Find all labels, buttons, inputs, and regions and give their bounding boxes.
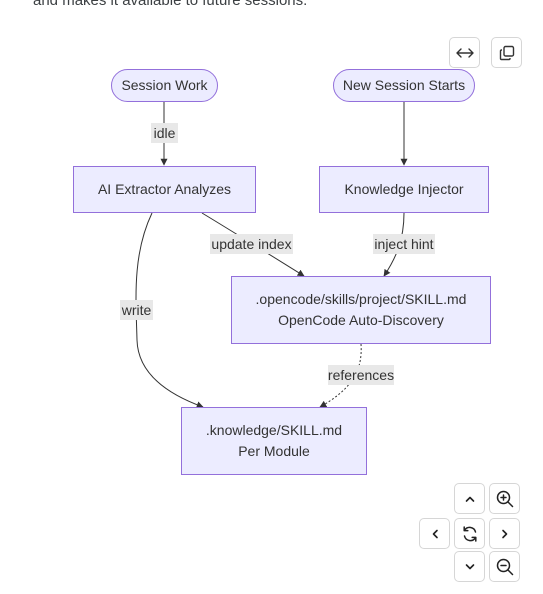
expand-button[interactable] [449,37,480,68]
edge-idle: idle [151,102,178,166]
node-label-knowledge-desc: Per Module [238,443,310,459]
node-new-session-starts: New Session Starts [333,69,475,102]
zoom-out-button[interactable] [489,551,520,582]
edge-label-update-index: update index [211,236,291,252]
intro-text: and makes it available to future session… [33,0,308,9]
edge-label-references: references [328,367,394,383]
copy-button[interactable] [491,37,522,68]
node-session-work: Session Work [111,69,218,102]
pan-right-icon [499,528,511,540]
expand-horizontal-icon [455,47,474,59]
pan-down-icon [464,561,476,573]
node-knowledge-skill: .knowledge/SKILL.md Per Module [181,407,367,475]
edge-write: write [120,212,204,409]
node-label-session-work: Session Work [121,77,208,93]
edge-label-idle: idle [154,125,176,141]
edge-references: references [319,343,394,408]
node-label-injector: Knowledge Injector [344,181,463,197]
copy-icon [499,45,515,61]
reset-icon [461,525,479,543]
pan-up-icon [464,493,476,505]
node-label-opencode-path: .opencode/skills/project/SKILL.md [256,291,467,307]
pan-down-button[interactable] [454,551,485,582]
node-opencode-skill: .opencode/skills/project/SKILL.md OpenCo… [231,276,491,344]
pan-left-icon [429,528,441,540]
edge-label-write: write [121,302,152,318]
edge-update-index: update index [201,212,305,277]
pan-right-button[interactable] [489,518,520,549]
zoom-in-icon [496,490,514,508]
node-label-extractor: AI Extractor Analyzes [98,181,231,197]
zoom-in-button[interactable] [489,483,520,514]
node-label-new-session: New Session Starts [343,77,465,93]
pan-left-button[interactable] [419,518,450,549]
node-ai-extractor: AI Extractor Analyzes [73,166,256,213]
edge-inject-hint: inject hint [373,212,435,277]
node-label-knowledge-path: .knowledge/SKILL.md [206,422,342,438]
reset-button[interactable] [454,518,485,549]
edge-label-inject-hint: inject hint [374,236,433,252]
zoom-out-icon [496,558,514,576]
node-label-opencode-desc: OpenCode Auto-Discovery [278,312,444,328]
pan-up-button[interactable] [454,483,485,514]
node-knowledge-injector: Knowledge Injector [319,166,489,213]
